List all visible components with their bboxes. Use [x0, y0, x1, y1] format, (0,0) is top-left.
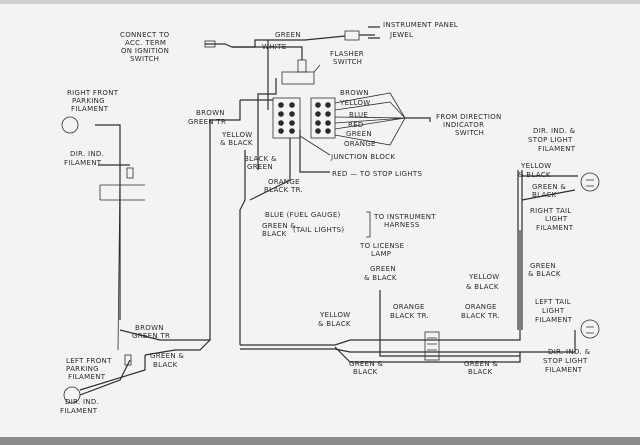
label-dir-ind-filament: FILAMENT: [64, 159, 102, 167]
label-left-tail: LIGHT: [542, 307, 565, 315]
label-dir-ind-stop-left: DIR. IND. &: [548, 348, 591, 356]
label-yellow-black-right-top: YELLOW: [520, 162, 551, 170]
label-yellow-black: & BLACK: [220, 139, 253, 147]
label-instrument-panel: INSTRUMENT PANEL: [383, 21, 458, 29]
label-green-black-right-mid: & BLACK: [528, 270, 561, 278]
label-brown-green-tr-bottom: BROWN: [135, 324, 164, 332]
label-wire-orange: ORANGE: [344, 140, 376, 148]
label-right-front-parking: RIGHT FRONT: [67, 89, 119, 97]
label-green-black-tail: GREEN &: [262, 222, 296, 230]
label-red-stop: RED — TO STOP LIGHTS: [332, 170, 422, 178]
label-right-tail: LIGHT: [545, 215, 568, 223]
label-right-front-parking: PARKING: [72, 97, 105, 105]
label-left-front-parking: LEFT FRONT: [66, 357, 112, 365]
label-dir-ind-stop-right: DIR. IND. &: [533, 127, 576, 135]
label-brown-green-tr-bottom: GREEN TR: [132, 332, 170, 340]
label-white: WHITE: [262, 43, 286, 51]
label-orange-black-tr-1: ORANGE: [393, 303, 425, 311]
label-green-black-license: & BLACK: [364, 274, 397, 282]
label-yellow-black-right: & BLACK: [466, 283, 499, 291]
label-green-black-bottom-2: GREEN &: [464, 360, 498, 368]
label-left-front-parking: PARKING: [66, 365, 99, 373]
label-green-black-bottom-1: BLACK: [353, 368, 378, 376]
label-dir-ind-stop-left: STOP LIGHT: [543, 357, 588, 365]
label-black-green: GREEN: [247, 163, 273, 171]
label-green-black-right-mid: GREEN: [530, 262, 556, 270]
label-black-green: BLACK &: [244, 155, 277, 163]
label-wire-red: RED: [348, 121, 364, 129]
label-to-instrument-harness: HARNESS: [384, 221, 420, 229]
label-from-direction: FROM DIRECTION: [436, 113, 502, 121]
label-green-black-right-top: BLACK: [532, 191, 557, 199]
label-to-instrument-harness: TO INSTRUMENT: [373, 213, 436, 221]
label-instrument-panel: JEWEL: [389, 31, 413, 39]
label-left-tail: LEFT TAIL: [535, 298, 571, 306]
label-dir-ind-stop-right: FILAMENT: [538, 145, 576, 153]
label-brown-green-tr: BROWN: [196, 109, 225, 117]
label-yellow-black: YELLOW: [221, 131, 252, 139]
label-green-black-tail: BLACK: [262, 230, 287, 238]
label-yellow-black-bottom: & BLACK: [318, 320, 351, 328]
label-dir-ind-bottom-left: FILAMENT: [60, 407, 98, 415]
label-right-tail: RIGHT TAIL: [530, 207, 572, 215]
label-yellow-black-right: YELLOW: [468, 273, 499, 281]
label-yellow-black-right-top: & BLACK: [518, 171, 551, 179]
label-dir-ind-stop-left: FILAMENT: [545, 366, 583, 374]
label-blue-fuel: BLUE (FUEL GAUGE): [265, 211, 341, 219]
label-junction-block: JUNCTION BLOCK: [330, 153, 395, 161]
label-wire-blue: BLUE: [349, 111, 368, 119]
label-dir-ind-stop-right: STOP LIGHT: [528, 136, 573, 144]
label-green-black-right-top: GREEN &: [532, 183, 566, 191]
label-dir-ind-bottom-left: DIR. IND.: [65, 398, 99, 406]
label-wire-brown: BROWN: [340, 89, 369, 97]
label-flasher-switch: SWITCH: [333, 58, 362, 66]
label-wire-green: GREEN: [346, 130, 372, 138]
label-orange-black-tr-1: BLACK TR.: [390, 312, 429, 320]
label-from-direction: INDICATOR: [443, 121, 484, 129]
label-orange-black-tr-2: BLACK TR.: [461, 312, 500, 320]
label-left-front-parking: FILAMENT: [68, 373, 106, 381]
label-wire-yellow: YELLOW: [339, 99, 370, 107]
label-orange-black-tr: ORANGE: [268, 178, 300, 186]
label-flasher-switch: FLASHER: [330, 50, 364, 58]
label-dir-ind-filament: DIR. IND.: [70, 150, 104, 158]
label-from-direction: SWITCH: [455, 129, 484, 137]
label-to-license-lamp: TO LICENSE: [359, 242, 404, 250]
label-orange-black-tr-2: ORANGE: [465, 303, 497, 311]
label-right-tail: FILAMENT: [536, 224, 574, 232]
label-orange-black-tr: BLACK TR.: [264, 186, 303, 194]
label-to-license-lamp: LAMP: [371, 250, 391, 258]
label-connect-acc: CONNECT TO: [120, 31, 170, 39]
labels: CONNECT TO ACC. TERM ON IGNITION SWITCH …: [60, 21, 591, 415]
label-green-black-bottom-2: BLACK: [468, 368, 493, 376]
label-brown-green-tr: GREEN TR: [188, 118, 226, 126]
label-green-black-license: GREEN: [370, 265, 396, 273]
label-yellow-black-bottom: YELLOW: [319, 311, 350, 319]
label-right-front-parking: FILAMENT: [71, 105, 109, 113]
label-connect-acc: ACC. TERM: [125, 39, 166, 47]
label-green-black-tail: (TAIL LIGHTS): [293, 226, 344, 234]
wires: [61, 26, 600, 404]
label-connect-acc: SWITCH: [130, 55, 159, 63]
label-green-black-bottom-1: GREEN &: [349, 360, 383, 368]
label-connect-acc: ON IGNITION: [121, 47, 169, 55]
label-green-top: GREEN: [275, 31, 301, 39]
label-green-black-front: BLACK: [153, 361, 178, 369]
label-left-tail: FILAMENT: [535, 316, 573, 324]
label-green-black-front: GREEN &: [150, 352, 184, 360]
